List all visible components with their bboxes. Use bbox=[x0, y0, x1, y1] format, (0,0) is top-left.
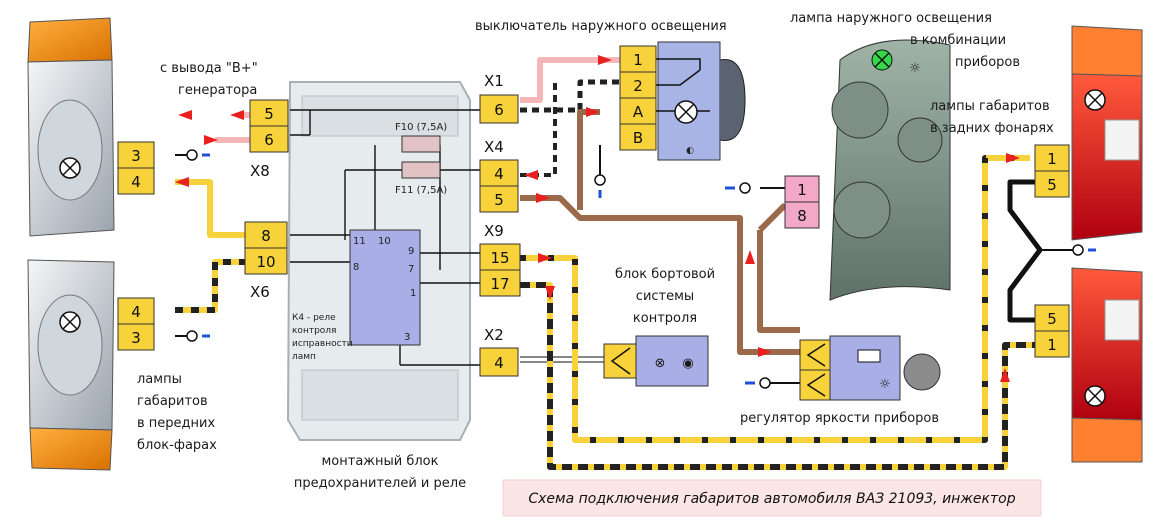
x6-pin-10: 10 bbox=[256, 253, 275, 271]
ground-markers bbox=[186, 149, 1096, 389]
wires bbox=[175, 57, 1075, 470]
fuse-f11-label: F11 (7,5А) bbox=[395, 185, 447, 196]
relay-pin-9: 9 bbox=[408, 246, 414, 257]
rear-label-2: в задних фонарях bbox=[930, 121, 1054, 136]
instrument-cluster bbox=[829, 39, 951, 301]
lamp-symbol-icon: ◐ bbox=[686, 146, 694, 156]
relay-pin-10: 10 bbox=[378, 236, 391, 247]
relay-label-1: К4 - реле bbox=[292, 313, 336, 323]
front-top-pin-3: 3 bbox=[131, 147, 141, 165]
switch-pin-a: А bbox=[633, 103, 644, 121]
fuses: F10 (7,5А) F11 (7,5А) bbox=[395, 122, 447, 196]
switch-pin-b: В bbox=[633, 129, 643, 147]
x1-label: X1 bbox=[484, 72, 504, 90]
front-bottom-pins: 4 3 bbox=[59, 297, 155, 351]
x1-pin-6: 6 bbox=[494, 101, 504, 119]
bsk-lamp-icon: ⊗ bbox=[655, 356, 666, 371]
switch-pin-2: 2 bbox=[633, 77, 643, 95]
connector-x4: 4 5 X4 bbox=[479, 138, 519, 213]
relay-pin-11: 11 bbox=[353, 236, 366, 247]
front-label-3: в передних bbox=[137, 416, 215, 431]
front-top-pin-4: 4 bbox=[131, 173, 141, 191]
rear-light-top bbox=[1071, 25, 1143, 241]
front-label-1: лампы bbox=[137, 372, 182, 387]
x4-pin-4: 4 bbox=[494, 165, 504, 183]
lamp-title-1: лампа наружного освещения bbox=[790, 11, 992, 26]
bsk-unit: ⊗ ◉ bbox=[603, 335, 709, 387]
relay-label-4: ламп bbox=[292, 352, 316, 362]
rear-label-1: лампы габаритов bbox=[930, 99, 1050, 114]
x2-label: X2 bbox=[484, 326, 504, 344]
relay-pin-1: 1 bbox=[410, 288, 416, 299]
cluster-pins: 1 8 ☼ bbox=[784, 49, 921, 229]
relay-label-3: исправности bbox=[292, 339, 353, 349]
switch-title: выключатель наружного освещения bbox=[475, 19, 727, 34]
current-arrows bbox=[175, 55, 1020, 382]
front-label-2: габаритов bbox=[137, 394, 208, 409]
rear-top-pin-1: 1 bbox=[1047, 150, 1057, 168]
connector-x1: 6 X1 bbox=[479, 72, 519, 124]
rear-top-pin-5: 5 bbox=[1047, 176, 1057, 194]
rear-bottom-pin-1: 1 bbox=[1047, 336, 1057, 354]
connector-x2: 4 X2 bbox=[479, 326, 519, 377]
front-label-4: блок-фарах bbox=[137, 438, 217, 453]
front-top-pins: 3 4 bbox=[59, 141, 155, 195]
bsk-label-1: блок бортовой bbox=[615, 267, 715, 282]
bsk-label-3: контроля bbox=[633, 311, 697, 326]
x6-pin-8: 8 bbox=[261, 227, 271, 245]
cluster-pin-1: 1 bbox=[797, 181, 807, 199]
relay-label-2: контроля bbox=[292, 326, 336, 336]
front-bottom-pin-4: 4 bbox=[131, 303, 141, 321]
x2-pin-4: 4 bbox=[494, 354, 504, 372]
x9-pin-17: 17 bbox=[490, 275, 509, 293]
front-bottom-pin-3: 3 bbox=[131, 329, 141, 347]
cluster-pin-8: 8 bbox=[797, 207, 807, 225]
fuse-block-label-2: предохранителей и реле bbox=[294, 476, 466, 491]
lamp-title-2: в комбинации bbox=[910, 33, 1006, 48]
lamp-icon: ☼ bbox=[909, 61, 921, 76]
front-headlight-bottom bbox=[27, 259, 115, 471]
diagram-caption: Схема подключения габаритов автомобиля В… bbox=[528, 491, 1015, 507]
lamp-title-3: приборов bbox=[955, 55, 1020, 70]
x8-label: X8 bbox=[250, 162, 270, 180]
bsk-light-icon: ◉ bbox=[682, 356, 693, 371]
dimmer-label: регулятор яркости приборов bbox=[740, 411, 939, 426]
brightness-regulator: ☼ bbox=[799, 335, 941, 401]
generator-label-2: генератора bbox=[178, 83, 257, 98]
annotations: выключатель наружного освещения лампа на… bbox=[137, 11, 1054, 491]
outer-light-switch: 1 2 А В ◐ bbox=[619, 41, 746, 161]
bsk-label-2: системы bbox=[636, 289, 694, 304]
fuse-f10-label: F10 (7,5А) bbox=[395, 122, 447, 133]
relay-pin-7: 7 bbox=[408, 264, 414, 275]
front-headlight-top bbox=[27, 17, 115, 237]
x9-pin-15: 15 bbox=[490, 249, 509, 267]
relay-pin-8: 8 bbox=[353, 262, 359, 273]
switch-pin-1: 1 bbox=[633, 51, 643, 69]
rear-bottom-pins: 5 1 bbox=[1034, 304, 1106, 407]
x9-label: X9 bbox=[484, 222, 504, 240]
x4-label: X4 bbox=[484, 138, 504, 156]
connector-x8: 5 6 X8 bbox=[249, 99, 289, 180]
connector-x9: 15 17 X9 bbox=[479, 222, 521, 297]
relay-k4: 11 10 9 8 7 1 3 К4 - реле контроля испра… bbox=[292, 229, 421, 362]
caption-box: Схема подключения габаритов автомобиля В… bbox=[502, 479, 1042, 517]
rear-top-pins: 1 5 bbox=[1034, 89, 1106, 198]
x8-pin-5: 5 bbox=[264, 105, 274, 123]
x6-label: X6 bbox=[250, 283, 270, 301]
relay-pin-3: 3 bbox=[404, 332, 410, 343]
rear-bottom-pin-5: 5 bbox=[1047, 310, 1057, 328]
generator-label-1: с вывода "B+" bbox=[160, 61, 258, 76]
fuse-block-label-1: монтажный блок bbox=[322, 454, 439, 469]
rear-light-bottom bbox=[1071, 267, 1143, 463]
connector-x6: 8 10 X6 bbox=[244, 221, 288, 301]
dimmer-lamp-icon: ☼ bbox=[879, 377, 891, 392]
x8-pin-6: 6 bbox=[264, 131, 274, 149]
x4-pin-5: 5 bbox=[494, 191, 504, 209]
